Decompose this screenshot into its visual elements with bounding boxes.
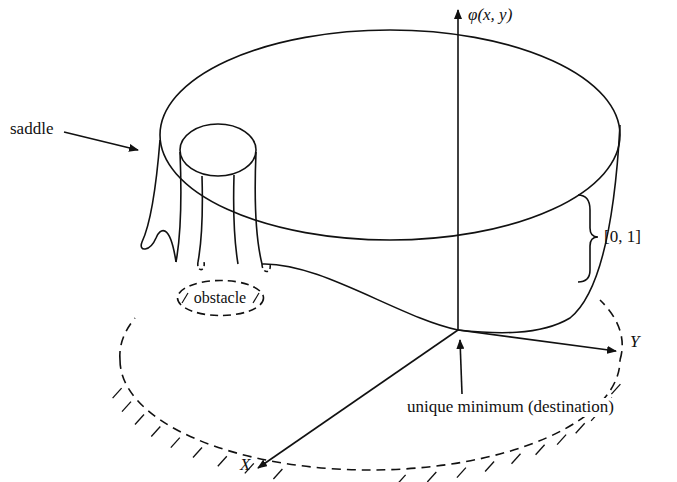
surface-rim — [160, 30, 620, 240]
y-axis — [458, 330, 616, 351]
range-bracket — [578, 195, 598, 282]
base-outline — [120, 360, 620, 470]
boundary-hatching — [113, 384, 621, 482]
callout-label: unique minimum (destination) — [405, 398, 616, 417]
saddle-leader — [64, 132, 138, 150]
axis-label: X — [240, 456, 250, 475]
range-label: [0, 1] — [604, 228, 641, 247]
region-label: obstacle — [194, 289, 246, 307]
callout-label: saddle — [10, 120, 53, 139]
axis-label: φ(x, y) — [468, 6, 512, 25]
obstacle-bump — [180, 124, 256, 176]
obstacle-region: obstacle — [176, 279, 265, 317]
phi-axis — [457, 10, 459, 330]
minimum-leader — [460, 340, 462, 394]
axis-label: Y — [630, 333, 639, 352]
